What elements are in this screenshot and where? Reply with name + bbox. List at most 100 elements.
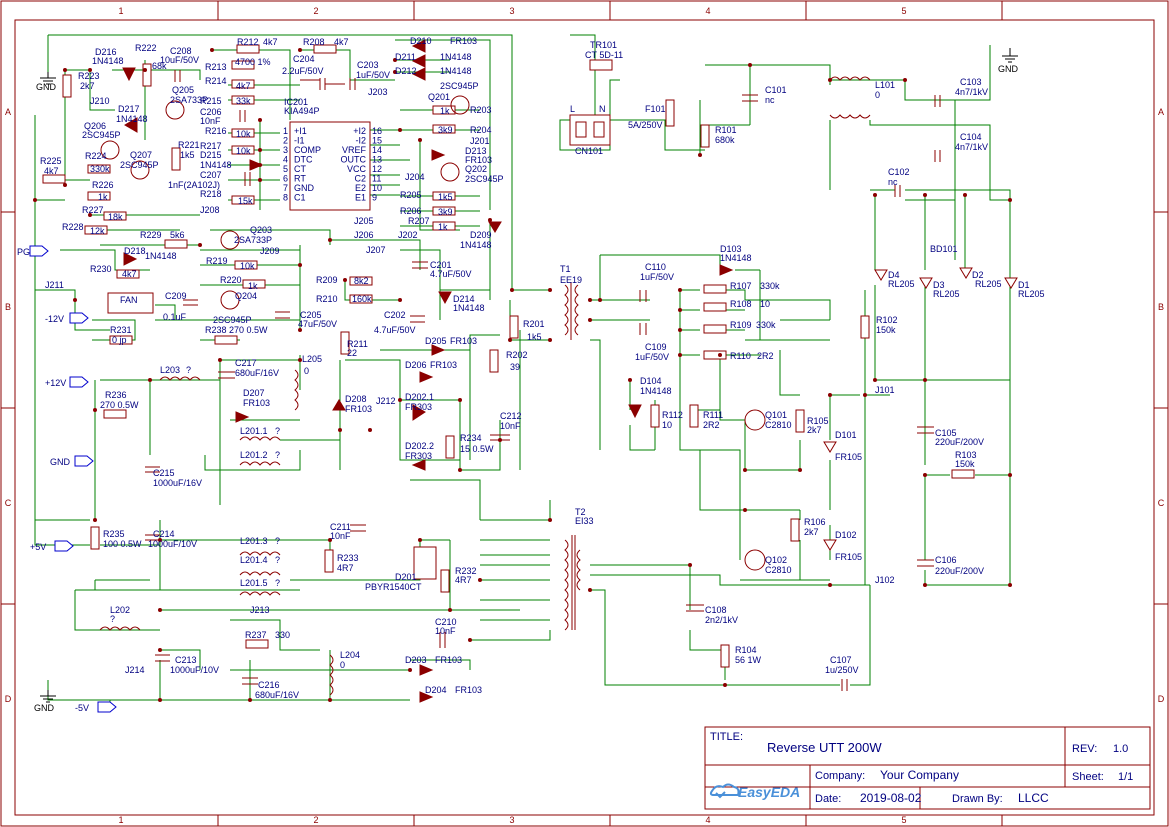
label-q207v: 2SC945P — [120, 160, 159, 170]
title-value: Reverse UTT 200W — [767, 740, 882, 755]
label-c209v: 0.1uF — [163, 312, 187, 322]
junction-dot — [923, 583, 927, 587]
label-r233: R233 — [337, 553, 359, 563]
label-r227v: 18k — [108, 212, 123, 222]
label-c105v: 220uF/200V — [935, 437, 984, 447]
label-r228: R228 — [62, 222, 84, 232]
label-c206: C206 — [200, 107, 222, 117]
label-lbl_l: L — [570, 104, 575, 114]
junction-dot — [688, 563, 692, 567]
label-l2012v: ? — [275, 450, 280, 460]
junction-dot — [63, 183, 67, 187]
label-d218v: 1N4148 — [145, 251, 177, 261]
label-q202: Q202 — [465, 164, 487, 174]
label-r234v: 15 0.5W — [460, 444, 494, 454]
junction-dot — [923, 473, 927, 477]
port-pg: PG — [17, 247, 30, 257]
label-r209: R209 — [316, 275, 338, 285]
label-q102v: C2810 — [765, 565, 792, 575]
label-d209: D209 — [470, 230, 492, 240]
ic-pin-name: C2 — [354, 174, 366, 184]
label-bd101: BD101 — [930, 244, 958, 254]
label-c101v: nc — [765, 95, 775, 105]
junction-dot — [73, 298, 77, 302]
label-r221: R221 — [178, 140, 200, 150]
junction-dot — [923, 193, 927, 197]
ic-pin-number: 12 — [372, 164, 382, 174]
ground-symbols — [40, 48, 1018, 703]
label-r205: R205 — [400, 190, 422, 200]
label-r201: R201 — [523, 319, 545, 329]
title-block: TITLE: Reverse UTT 200W REV: 1.0 Company… — [704, 726, 1151, 810]
label-c110: C110 — [645, 262, 666, 272]
label-r230: R230 — [90, 264, 112, 274]
junction-dot — [328, 238, 332, 242]
label-c205: C205 — [300, 310, 322, 320]
junction-dot — [368, 428, 372, 432]
junction-dot — [398, 298, 402, 302]
label-q204v: 2SC945P — [213, 315, 252, 325]
junction-dot — [298, 358, 302, 362]
label-r213v: 4700 1% — [235, 57, 271, 67]
label-c217: C217 — [235, 358, 257, 368]
label-l202v: ? — [110, 614, 115, 624]
label-d216: D216 — [95, 47, 117, 57]
label-r233v: 4R7 — [337, 563, 354, 573]
junction-dot — [828, 583, 832, 587]
label-l2015v: ? — [275, 578, 280, 588]
sheet-label: Sheet: — [1072, 771, 1104, 783]
label-d103: D103 — [720, 244, 742, 254]
label-r216v: 10k — [236, 129, 251, 139]
label-j207: J207 — [366, 245, 386, 255]
label-d211: D211 — [395, 52, 416, 62]
label-r209v: 8k2 — [354, 276, 369, 286]
grid-row-label: A — [1158, 107, 1164, 117]
junction-dot — [218, 358, 222, 362]
junction-dot — [328, 538, 332, 542]
junction-dot — [458, 398, 462, 402]
label-c202: C202 — [384, 310, 406, 320]
label-d204v: FR103 — [455, 685, 482, 695]
label-r204: R204 — [470, 125, 492, 135]
ic-pin-number: 4 — [283, 155, 288, 165]
junction-dot — [258, 148, 262, 152]
label-r104: R104 — [735, 645, 757, 655]
junction-dot — [903, 78, 907, 82]
label-l205: L205 — [302, 354, 322, 364]
label-d210v: FR103 — [450, 36, 477, 46]
ic-pin-number: 13 — [372, 155, 382, 165]
label-t1v: EE19 — [560, 275, 582, 285]
label-l2015: L201.5 — [240, 578, 268, 588]
junction-dot — [678, 288, 682, 292]
ic-pin-number: 11 — [372, 174, 381, 184]
ic-pin-number: 3 — [283, 145, 288, 155]
label-r111: R111 — [703, 410, 723, 420]
label-d218: D218 — [124, 246, 146, 256]
label-c108v: 2n2/1kV — [705, 615, 738, 625]
label-d101: D101 — [835, 430, 857, 440]
junction-dot — [418, 138, 422, 142]
label-r202v: 39 — [510, 362, 520, 372]
label-r215: R215 — [200, 96, 222, 106]
label-r219v: 10k — [240, 261, 255, 271]
label-d201v: PBYR1540CT — [365, 582, 422, 592]
label-d212v: 1N4148 — [440, 66, 472, 76]
label-c208v: 10uF/50V — [160, 55, 199, 65]
ic-pin-name: VREF — [342, 145, 367, 155]
label-q101v: C2810 — [765, 420, 792, 430]
label-c214: C214 — [153, 529, 175, 539]
label-d217: D217 — [118, 104, 140, 114]
label-c101: C101 — [765, 85, 787, 95]
junction-dot — [678, 353, 682, 357]
label-q202v: 2SC945P — [465, 174, 504, 184]
label-d1: D1 — [1018, 280, 1030, 290]
label-d207v: FR103 — [243, 398, 270, 408]
label-r107: R107 — [730, 281, 752, 291]
logo-text: EasyEDA — [738, 784, 800, 800]
label-q205: Q205 — [172, 85, 194, 95]
port-labels: PG -12V +12V GND +5V -5V GND GND GND — [17, 64, 1019, 713]
label-c212v: 10nF — [500, 421, 521, 431]
